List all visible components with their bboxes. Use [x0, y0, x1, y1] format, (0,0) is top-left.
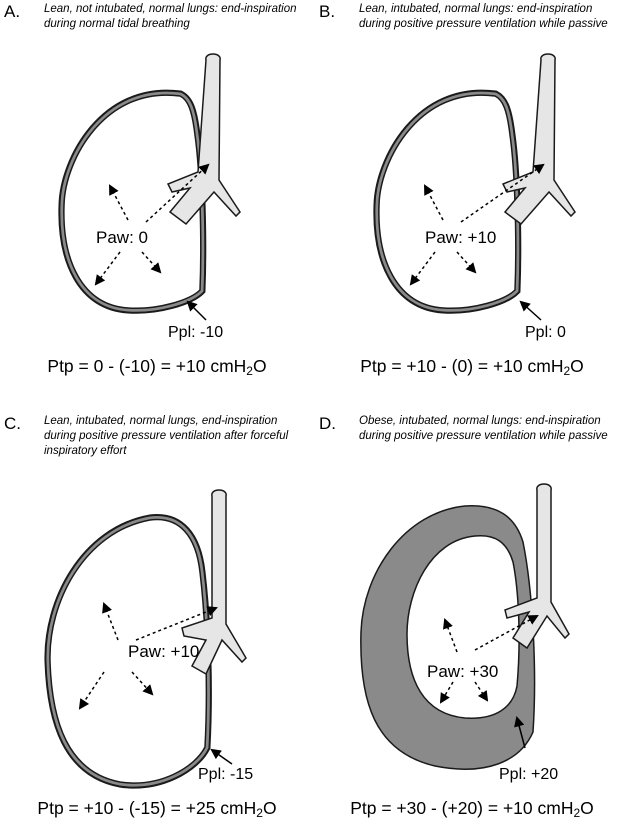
- arrow-down-left: [409, 251, 436, 286]
- arrow-down-left: [78, 671, 105, 710]
- arrow-down-right: [141, 251, 162, 274]
- panel-letter: C.: [4, 414, 21, 433]
- panel-a: A. Lean, not intubated, normal lungs: en…: [0, 0, 314, 412]
- paw-label: Paw: +10: [128, 642, 200, 661]
- ppl-pointer: [519, 300, 542, 321]
- panel-caption: Lean, intubated, normal lungs, end-inspi…: [44, 415, 289, 457]
- arrow-down-left: [439, 681, 454, 704]
- panel-letter: A.: [4, 2, 21, 21]
- panel-c: C. Lean, intubated, normal lungs, end-in…: [0, 412, 314, 824]
- panel-caption: Lean, intubated, normal lungs: end-inspi…: [359, 3, 608, 30]
- transpulmonary-equation: Ptp = +10 - (-15) = +25 cmH2O: [37, 798, 277, 820]
- arrow-up-right: [460, 163, 545, 223]
- airway-trachea: [501, 53, 576, 226]
- lung-diagram: [373, 53, 576, 321]
- transpulmonary-equation: Ptp = +10 - (0) = +10 cmH2O: [360, 356, 584, 378]
- ppl-label: Ppl: -15: [198, 766, 254, 783]
- paw-label: Paw: +10: [425, 228, 497, 247]
- arrow-up-left: [102, 602, 119, 641]
- arrow-down-right: [456, 251, 477, 274]
- transpulmonary-equation: Ptp = 0 - (-10) = +10 cmH2O: [47, 356, 267, 378]
- arrow-down-right: [131, 671, 154, 696]
- ppl-pointer: [210, 748, 233, 765]
- lung-diagram: [44, 489, 247, 789]
- airway-trachea: [504, 483, 570, 650]
- ppl-label: Ppl: 0: [525, 324, 566, 341]
- arrow-up-right: [145, 163, 210, 223]
- ppl-label: Ppl: -10: [168, 324, 224, 341]
- arrow-up-right: [135, 606, 218, 641]
- arrow-down-right: [474, 681, 489, 702]
- lung-diagram: [360, 483, 570, 770]
- arrow-down-left: [94, 251, 121, 286]
- airway-trachea: [166, 53, 241, 226]
- panel-caption: Obese, intubated, normal lungs: end-insp…: [359, 415, 608, 442]
- paw-label: Paw: 0: [96, 228, 148, 247]
- panel-letter: D.: [319, 414, 336, 433]
- arrow-up-left: [424, 184, 444, 221]
- paw-label: Paw: +30: [427, 662, 499, 681]
- airway-trachea: [181, 489, 247, 676]
- panel-b: B. Lean, intubated, normal lungs: end-in…: [315, 0, 629, 412]
- panel-caption: Lean, not intubated, normal lungs: end-i…: [44, 3, 297, 30]
- ppl-label: Ppl: +20: [499, 766, 559, 783]
- lung-diagram: [58, 53, 241, 321]
- panel-letter: B.: [319, 2, 336, 21]
- arrow-up-left: [109, 184, 129, 221]
- transpulmonary-equation: Ptp = +30 - (+20) = +10 cmH2O: [350, 798, 594, 820]
- panel-d: D. Obese, intubated, normal lungs: end-i…: [315, 412, 629, 824]
- lung-inner-space: [406, 534, 520, 719]
- ppl-pointer: [186, 300, 207, 321]
- ppl-pointer: [514, 715, 526, 749]
